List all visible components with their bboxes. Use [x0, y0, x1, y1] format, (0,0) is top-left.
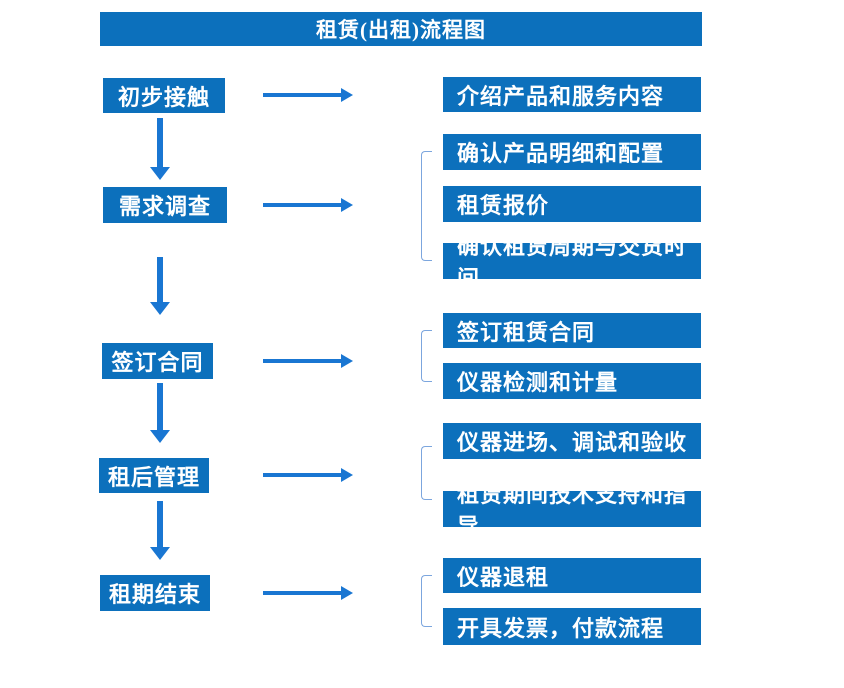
output-box-sign-rental-contract: 签订租赁合同 [443, 313, 701, 348]
output-label: 确认产品明细和配置 [457, 141, 665, 166]
output-label: 仪器检测和计量 [457, 370, 619, 395]
output-label: 租赁期间技术支持和指导 [457, 482, 688, 539]
output-box-technical-support-guidance: 租赁期间技术支持和指导 [443, 482, 701, 539]
group-bracket-icon [421, 446, 432, 500]
output-label: 仪器退租 [457, 564, 550, 590]
step-label: 租期结束 [108, 582, 201, 607]
output-box-introduce-products-services: 介绍产品和服务内容 [443, 77, 701, 112]
step-box-post-rental-management: 租后管理 [99, 458, 209, 493]
output-box-instrument-return: 仪器退租 [443, 558, 701, 593]
group-bracket-icon [421, 575, 432, 627]
arrow-down-icon [150, 118, 170, 180]
page-title: 租赁(出租)流程图 [316, 18, 486, 42]
output-label: 签订租赁合同 [457, 319, 596, 345]
arrow-right-icon [263, 88, 353, 102]
group-bracket-icon [421, 151, 432, 261]
arrow-right-icon [263, 468, 353, 482]
output-box-instrument-entry-commissioning: 仪器进场、调试和验收 [443, 423, 701, 459]
output-label: 开具发票，付款流程 [457, 615, 665, 641]
step-box-sign-contract: 签订合同 [102, 343, 213, 379]
arrow-right-icon [263, 586, 353, 600]
step-box-initial-contact: 初步接触 [103, 78, 225, 113]
output-box-rental-quotation: 租赁报价 [443, 186, 701, 222]
arrow-down-icon [150, 501, 170, 560]
step-label: 初步接触 [117, 84, 210, 110]
step-box-demand-survey: 需求调查 [103, 187, 227, 223]
output-label: 介绍产品和服务内容 [457, 83, 665, 109]
output-label: 确认租赁周期与交货时间 [457, 234, 688, 291]
step-box-rental-end: 租期结束 [100, 575, 210, 611]
arrow-right-icon [263, 198, 353, 212]
output-label: 租赁报价 [457, 193, 550, 218]
step-label: 租后管理 [107, 464, 200, 490]
output-box-confirm-product-details: 确认产品明细和配置 [443, 134, 701, 170]
arrow-down-icon [150, 257, 170, 315]
step-label: 需求调查 [118, 194, 211, 219]
output-box-invoice-payment-process: 开具发票，付款流程 [443, 608, 701, 645]
step-label: 签订合同 [111, 350, 204, 375]
group-bracket-icon [421, 330, 432, 382]
output-box-instrument-testing-measurement: 仪器检测和计量 [443, 363, 701, 399]
title-bar: 租赁(出租)流程图 [100, 12, 702, 46]
output-label: 仪器进场、调试和验收 [457, 430, 688, 455]
output-box-confirm-rental-period-delivery: 确认租赁周期与交货时间 [443, 234, 701, 291]
arrow-down-icon [150, 383, 170, 443]
arrow-right-icon [263, 354, 353, 368]
